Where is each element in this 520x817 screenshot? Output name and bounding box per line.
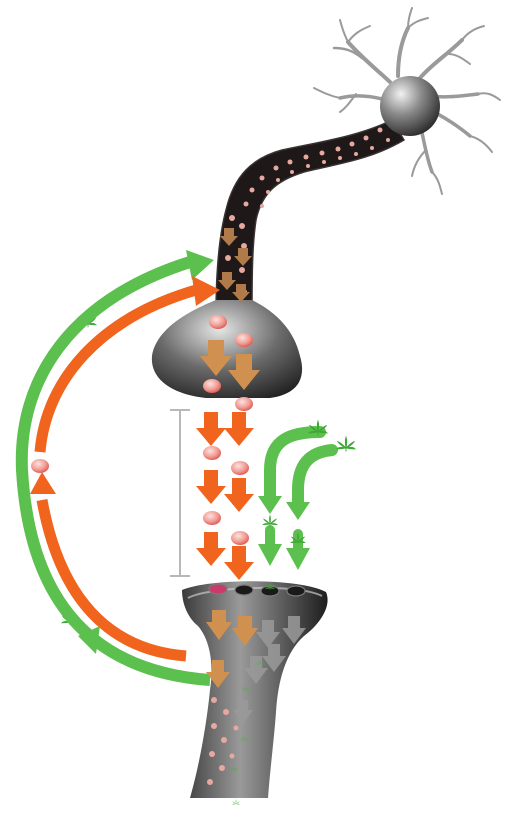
- axon-transport: [218, 127, 390, 302]
- vesicle-icon: [31, 459, 49, 473]
- neurotransmitter-release-arrows: [196, 412, 254, 580]
- receptor: [208, 583, 228, 595]
- orange-feedback-arc-upper: [34, 284, 198, 453]
- cannabinoid-arrows: [264, 426, 338, 512]
- postsynaptic-signal-arrows: [206, 610, 306, 806]
- terminal-contents: [200, 315, 260, 411]
- receptor: [234, 584, 254, 596]
- presynaptic-terminal: [151, 300, 303, 398]
- green-feedback-arc: [15, 256, 211, 686]
- orange-feedback-arc-lower: [36, 499, 187, 662]
- vesicle-icon: [231, 461, 249, 475]
- vesicle-icon: [203, 511, 221, 525]
- receptors: [208, 583, 306, 597]
- neurotransmitter-vesicles: [203, 446, 249, 545]
- retrograde-feedback-loop: [15, 256, 211, 686]
- vesicle-icon: [231, 531, 249, 545]
- receptor: [286, 585, 306, 597]
- vesicle-icon: [203, 315, 253, 411]
- cannabinoid-arrow-shafts: [265, 525, 303, 555]
- postsynaptic-terminal: [182, 581, 328, 798]
- cell-body-soma: [380, 76, 440, 136]
- synaptic-cleft-bracket: [170, 409, 190, 577]
- cannabis-leaf-icon: [262, 515, 278, 528]
- cannabis-leaf-icon: [336, 436, 356, 453]
- feedback-arrow-heads: [30, 250, 220, 654]
- cannabinoid-arrow-heads: [258, 496, 310, 570]
- vesicle-icon: [203, 446, 221, 460]
